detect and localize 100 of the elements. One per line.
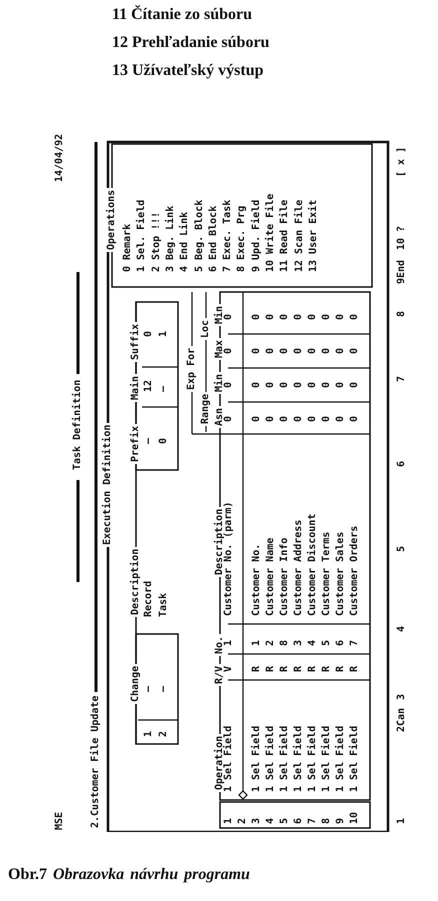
table-value: 0 bbox=[349, 348, 361, 354]
function-key-label: 6 bbox=[396, 460, 408, 467]
operation-option: 6 End Block bbox=[208, 206, 220, 272]
row-number: 5 bbox=[279, 818, 291, 824]
description-text: Customer Discount bbox=[307, 514, 319, 616]
table-value: 6 bbox=[335, 640, 347, 646]
function-key-label: 1 bbox=[396, 818, 408, 824]
table-value: 0 bbox=[321, 348, 333, 354]
row-number: 6 bbox=[293, 818, 305, 824]
function-key-label: 2Can bbox=[396, 708, 408, 732]
function-key-label: [ x ] bbox=[396, 146, 408, 177]
table-value: 0 bbox=[293, 416, 305, 422]
function-key-label: 4 bbox=[396, 626, 408, 632]
description-text: Customer No. bbox=[251, 544, 263, 616]
function-key-label: 10 ? bbox=[396, 226, 408, 250]
table-value: 0 bbox=[349, 382, 361, 388]
table-value: 0 bbox=[279, 382, 291, 388]
operation-option: 3 Beg. Link bbox=[164, 206, 177, 272]
screen-code-text: MSE bbox=[54, 812, 66, 830]
table-value: 5 bbox=[321, 640, 333, 646]
row-number: 1 bbox=[223, 818, 235, 824]
table-value: 2 bbox=[265, 640, 277, 646]
table-value: 3 bbox=[293, 640, 305, 646]
table-value: 0 bbox=[223, 382, 235, 388]
description-text: Customer Sales bbox=[335, 532, 347, 616]
operation-text: 1 Sel Field bbox=[279, 726, 291, 792]
table-value: 0 bbox=[251, 382, 263, 388]
operation-option: 9 Upd. Field bbox=[250, 200, 263, 272]
table-value: 1 bbox=[251, 640, 263, 646]
function-key-label: 9End bbox=[396, 260, 408, 284]
function-key-label: 3 bbox=[396, 694, 408, 700]
column-header: Range bbox=[200, 392, 212, 426]
description-text: Customer No. (parm) bbox=[223, 502, 235, 616]
row-number: 10 bbox=[349, 812, 361, 824]
table-value: 4 bbox=[307, 640, 319, 646]
operation-option: 10 Write File bbox=[265, 194, 277, 272]
operation-text: 1 Sel Field bbox=[349, 726, 361, 792]
table-value: 0 bbox=[223, 314, 235, 320]
table-value: 0 bbox=[335, 314, 347, 320]
description-text: Customer Terms bbox=[321, 532, 333, 616]
operation-text: 1 Sel Field bbox=[335, 726, 347, 792]
table-value: 0 bbox=[335, 416, 347, 422]
table-value: 2 bbox=[158, 730, 170, 737]
description-text: Customer Name bbox=[265, 538, 277, 616]
operation-option: 4 End Link bbox=[179, 212, 192, 272]
row-number: 7 bbox=[307, 818, 319, 824]
operation-option: 11 Read File bbox=[279, 200, 292, 272]
table-value: 0 bbox=[307, 348, 319, 354]
function-key-label: 7 bbox=[396, 376, 408, 382]
table-value: 0 bbox=[279, 348, 291, 354]
row-number: 9 bbox=[335, 818, 347, 824]
table-value: 12 bbox=[143, 380, 155, 392]
row-number: 3 bbox=[251, 818, 263, 824]
operation-option: 12 Scan File bbox=[294, 200, 306, 272]
row-number: 8 bbox=[321, 818, 333, 824]
operation-text: 1 Sel Field bbox=[251, 726, 263, 792]
operation-text: 1 Sel Field bbox=[265, 726, 277, 792]
operation-option: 2 Stop !!! bbox=[150, 212, 163, 272]
function-key-label: 8 bbox=[396, 310, 408, 317]
table-value: 0 bbox=[335, 382, 347, 388]
table-value: 0 bbox=[251, 314, 263, 320]
table-value: 0 bbox=[158, 438, 170, 444]
table-value: 0 bbox=[321, 314, 333, 320]
table-value: 0 bbox=[335, 348, 347, 354]
operation-option: 0 Remark bbox=[122, 224, 134, 272]
table-value: 0 bbox=[223, 348, 235, 354]
table-value: 0 bbox=[307, 382, 319, 388]
table-value: R bbox=[279, 666, 291, 672]
table-value: 1 bbox=[158, 330, 170, 337]
table-value: 0 bbox=[143, 330, 155, 337]
operation-option: 8 Exec. Prg bbox=[236, 206, 248, 272]
table-value: R bbox=[251, 666, 263, 672]
table-value: R bbox=[321, 666, 333, 672]
table-value: 0 bbox=[307, 416, 319, 422]
table-value: 0 bbox=[251, 416, 263, 422]
table-value: — bbox=[158, 686, 170, 692]
table-value: 0 bbox=[265, 314, 277, 320]
column-header: Description bbox=[214, 506, 226, 577]
column-header: Change bbox=[130, 664, 142, 704]
table-value: 1 bbox=[223, 640, 235, 646]
table-value: V bbox=[223, 666, 235, 672]
table-value: R bbox=[335, 666, 347, 672]
table-value: 0 bbox=[321, 416, 333, 422]
table-value: 0 bbox=[279, 416, 291, 422]
table-value: 0 bbox=[349, 314, 361, 320]
table-value: 0 bbox=[251, 348, 263, 354]
list-item: 13 Užívateľský výstup bbox=[112, 62, 264, 80]
table-value: R bbox=[293, 666, 305, 672]
description-text: Record bbox=[143, 580, 155, 617]
description-text: Customer Orders bbox=[349, 526, 361, 616]
function-key-label: 5 bbox=[396, 546, 408, 552]
table-value: 0 bbox=[293, 382, 305, 388]
column-header: Description bbox=[130, 546, 142, 617]
table-value: 8 bbox=[279, 640, 291, 646]
task-name-text: 2.Customer File Update bbox=[90, 694, 102, 830]
table-value: 0 bbox=[293, 314, 305, 320]
table-value: — bbox=[143, 438, 155, 444]
date-text: 14/04/92 bbox=[54, 134, 66, 182]
operation-text: 1 Sel Field bbox=[321, 726, 333, 792]
column-header: Exp For bbox=[186, 346, 198, 392]
